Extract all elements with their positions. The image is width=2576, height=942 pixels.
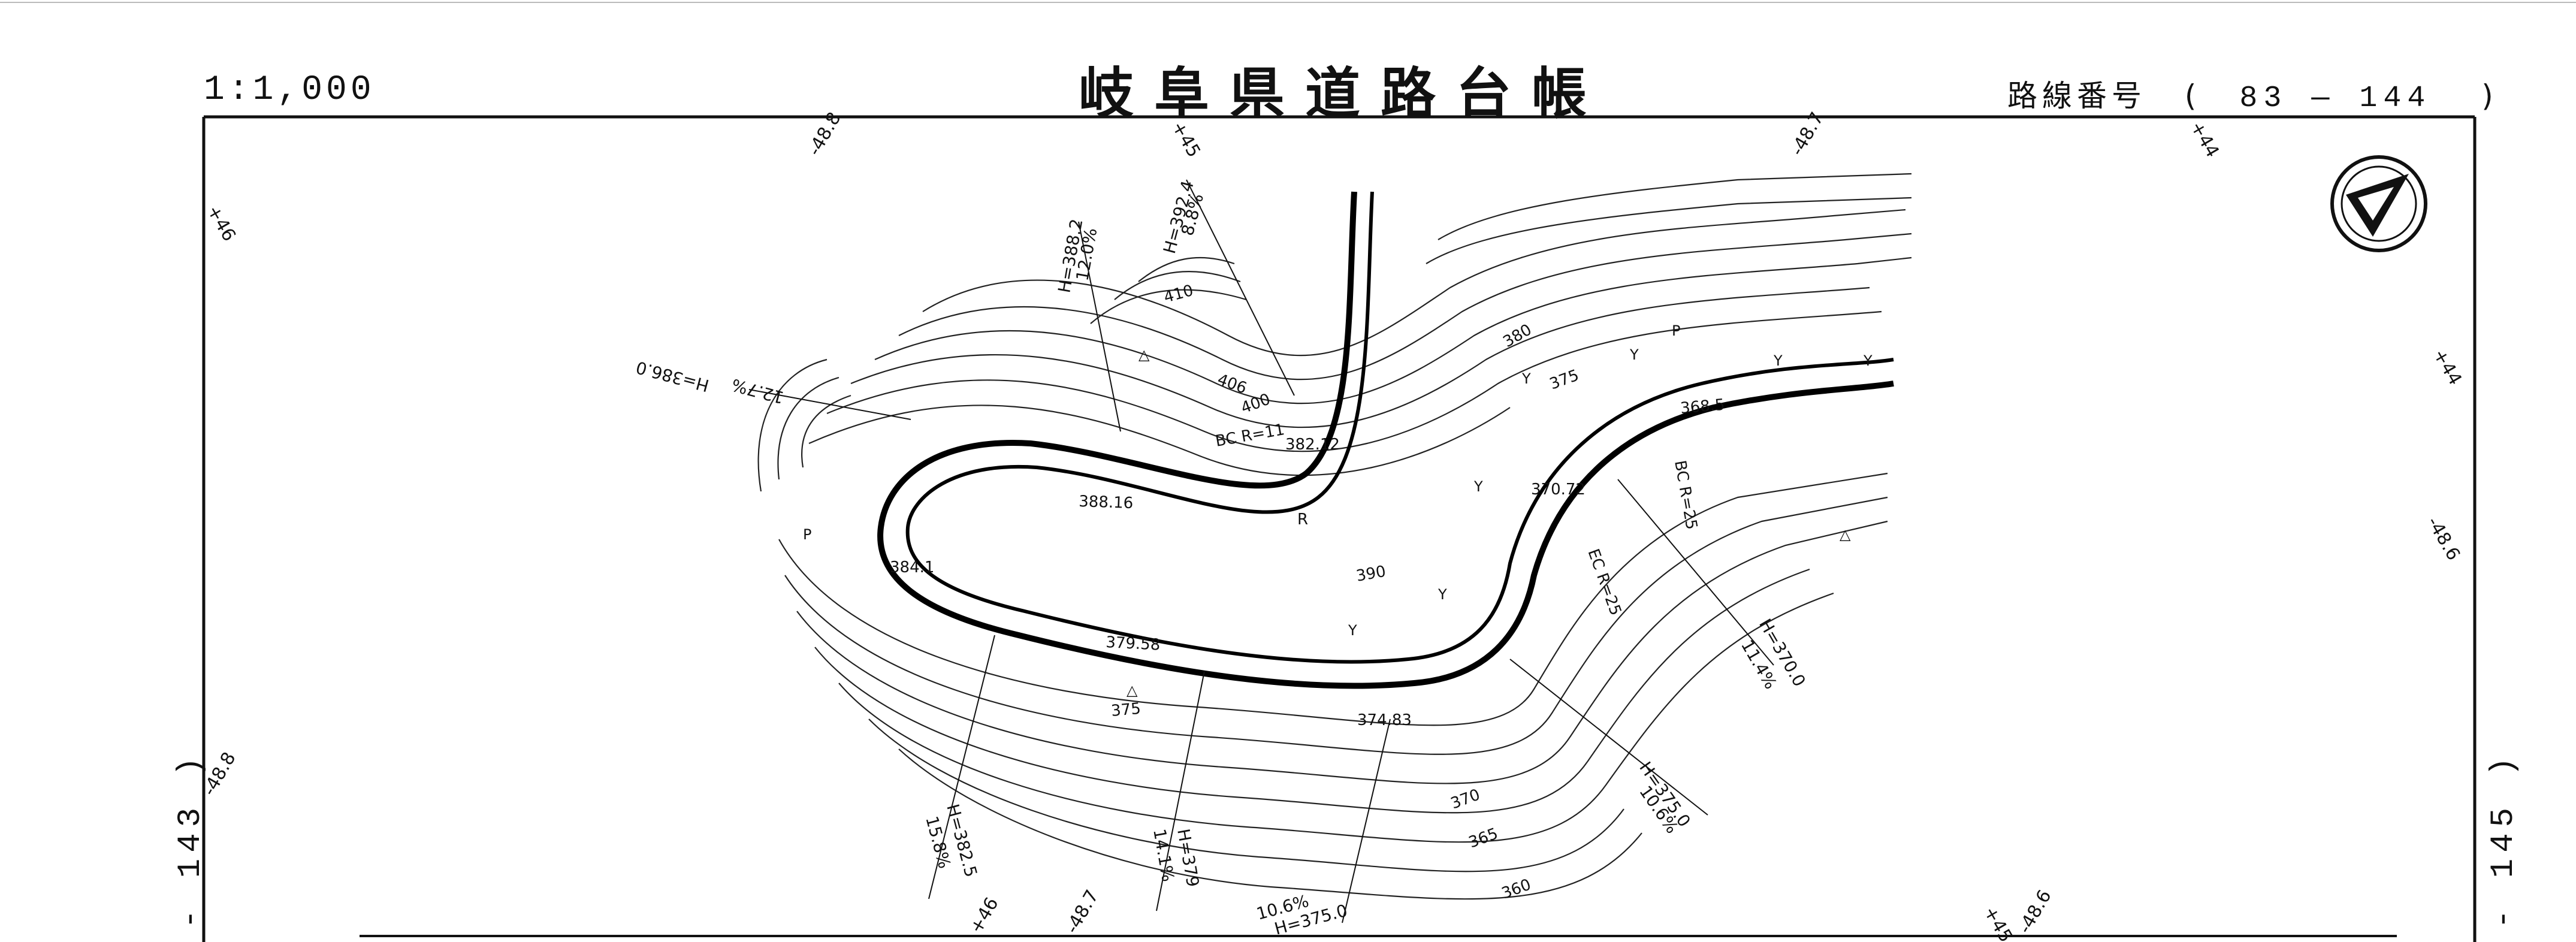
- grid-mark: +46: [203, 202, 240, 245]
- grid-mark: +45: [1167, 118, 1204, 161]
- curve-label: BC R=25: [1671, 459, 1701, 531]
- elevation-point: 382.12: [1285, 436, 1340, 454]
- curve-label: R: [1297, 511, 1308, 529]
- svg-text:P: P: [803, 526, 811, 543]
- elevation-point: 379.58: [1106, 633, 1161, 654]
- elevation-point: 374.83: [1357, 711, 1412, 729]
- route-open-paren: (: [2184, 78, 2201, 113]
- svg-text:Y: Y: [1521, 370, 1531, 387]
- svg-text:Y: Y: [1348, 622, 1357, 639]
- svg-text:Y: Y: [1773, 352, 1783, 369]
- gradient-g: 14.1%: [1149, 827, 1178, 883]
- contour-label: 375: [1110, 700, 1141, 720]
- map-title: 岐阜県道路台帳: [1079, 62, 1608, 126]
- elevation-points: 388.16 384.1 379.58 374.83 370.72 368.5 …: [890, 396, 1726, 729]
- contour-lines-lower: [757, 358, 1888, 900]
- elevation-point: 384.1: [890, 558, 934, 576]
- terrain-symbols: △ Y Y Y Y Y Y Y △ △ P P: [803, 322, 1873, 699]
- gradient-g: 12.7%: [729, 375, 786, 407]
- svg-text:△: △: [1138, 346, 1150, 363]
- svg-text:Y: Y: [1473, 478, 1483, 495]
- contour-label: 370: [1448, 786, 1482, 813]
- road-alignment: [877, 191, 1894, 689]
- contour-label: 380: [1500, 321, 1535, 351]
- svg-text:△: △: [1127, 682, 1138, 699]
- svg-text:Y: Y: [1863, 352, 1873, 369]
- contour-label: 390: [1355, 563, 1387, 585]
- contour-label: 406: [1215, 370, 1249, 397]
- map-scale: 1:1,000: [204, 71, 375, 110]
- svg-text:△: △: [1840, 526, 1851, 543]
- contour-label: 365: [1466, 825, 1500, 852]
- elevation-point: 388.16: [1079, 493, 1134, 512]
- route-close-paren: ): [2481, 78, 2498, 113]
- contour-lines-upper: [808, 173, 1912, 476]
- grid-mark: -48.6: [2015, 886, 2056, 937]
- elevation-point: 370.72: [1531, 481, 1586, 499]
- gradient-h: H=386.0: [634, 357, 711, 395]
- svg-text:P: P: [1672, 322, 1680, 339]
- grid-mark: +46: [966, 894, 1003, 937]
- grid-mark: -48.7: [1062, 886, 1103, 937]
- svg-text:Y: Y: [1629, 346, 1639, 363]
- route-label: 路線番号: [2007, 78, 2146, 113]
- grid-mark: +44: [2186, 118, 2223, 161]
- route-number-label: 路線番号 ( 83 — 144 ): [2007, 72, 2498, 116]
- grid-mark: +44: [2429, 346, 2466, 389]
- curve-label: EC R=25: [1584, 547, 1624, 618]
- svg-text:Y: Y: [1438, 586, 1447, 603]
- grid-mark: -48.6: [2423, 514, 2464, 564]
- contour-label: 410: [1162, 282, 1195, 307]
- route-number: 83 — 144: [2239, 81, 2432, 116]
- grid-marks: +46 -48.8 +45 -48.7 +44 +44 -48.6 -48.8 …: [199, 108, 2466, 942]
- north-arrow-icon: [2330, 155, 2427, 252]
- contour-label: 375: [1547, 366, 1581, 393]
- elevation-point: 368.5: [1680, 396, 1726, 418]
- contour-label: 360: [1499, 875, 1533, 902]
